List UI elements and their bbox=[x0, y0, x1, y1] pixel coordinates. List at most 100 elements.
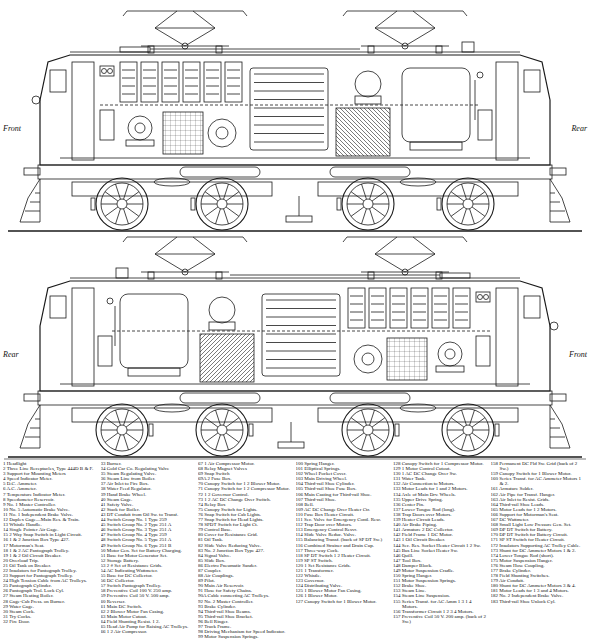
key-entry: 67 1 Air Compressor Motor. bbox=[198, 461, 293, 466]
key-entry: 164 Third-rail Shoe Leads. bbox=[491, 502, 586, 507]
key-entry: 87 Coupler. bbox=[198, 568, 293, 573]
switch-contact bbox=[122, 78, 135, 79]
axle bbox=[117, 425, 127, 435]
motor-generator-set bbox=[438, 342, 462, 366]
switch-contact bbox=[185, 86, 198, 87]
wheel-spoke bbox=[372, 433, 385, 442]
wheel-spoke bbox=[226, 418, 239, 427]
wheel-spoke bbox=[347, 204, 363, 205]
wheel-spoke bbox=[216, 410, 221, 425]
transformer-fin bbox=[266, 308, 336, 309]
key-entry: 33 Burner. bbox=[101, 461, 196, 466]
brake-shoe bbox=[337, 198, 341, 210]
key-entry: 22 Insulators for Pantograph Trolley. bbox=[3, 568, 98, 573]
pantograph-cylinder bbox=[182, 43, 188, 49]
switch-contact bbox=[392, 296, 405, 297]
key-entry: 25 Pantograph Cylinder. bbox=[3, 583, 98, 588]
switch-contact bbox=[455, 296, 468, 297]
wheel-spoke bbox=[462, 435, 467, 450]
cab-window bbox=[524, 70, 540, 92]
key-entry: 128 Canopy Switch for 1 Compressor Motor… bbox=[393, 461, 488, 466]
key-entry: 126 1 Blower Motor. bbox=[296, 593, 391, 598]
axle bbox=[217, 425, 227, 435]
key-entry: 62 2 Blower Motor Fan Casing. bbox=[101, 609, 196, 614]
cab-window bbox=[50, 296, 66, 318]
wheel-spoke bbox=[226, 207, 239, 216]
key-entry: 115 Balancing Transf. (back of SP DT Sw.… bbox=[296, 537, 391, 542]
pilot-bar bbox=[550, 202, 560, 203]
switch-contact bbox=[227, 86, 240, 87]
transformer-fin bbox=[266, 368, 336, 369]
wheel-spoke bbox=[124, 184, 129, 199]
pilot-bar bbox=[550, 193, 555, 194]
wheel-spoke bbox=[226, 433, 239, 442]
brake-shoe bbox=[91, 198, 95, 210]
switch-contact bbox=[143, 94, 156, 95]
key-entry: 51 Base for Motor Generator Set. bbox=[101, 553, 196, 558]
key-column: 33 Burner.34 Gold Car Co. Regulating Val… bbox=[101, 461, 196, 642]
wheel-spoke bbox=[472, 207, 485, 216]
wheel-spoke bbox=[362, 184, 367, 199]
key-entry: 111 Sec. Valve for Emergency Contl. Resr… bbox=[296, 517, 391, 522]
wheel-spoke bbox=[447, 430, 463, 431]
wheel-spoke bbox=[205, 192, 218, 201]
key-entry: 142 Field Frame 1 DC Motor. bbox=[393, 532, 488, 537]
transformer bbox=[250, 68, 328, 150]
switch-group bbox=[369, 288, 386, 328]
resistance-grid bbox=[336, 108, 390, 156]
wheel-spoke bbox=[216, 184, 221, 199]
master-controller bbox=[478, 110, 492, 140]
key-entry: 41 Safety Valve. bbox=[101, 502, 196, 507]
pantograph-frame bbox=[155, 237, 215, 272]
pilot-bar bbox=[550, 428, 560, 429]
master-controller bbox=[476, 336, 490, 366]
switch-contact bbox=[122, 94, 135, 95]
switch-contact bbox=[227, 70, 240, 71]
end-label: Rear bbox=[2, 350, 20, 359]
switch-contact bbox=[143, 86, 156, 87]
key-entry: 18 1 & 2 AC Pantograph Trolley. bbox=[3, 548, 98, 553]
wheel-spoke bbox=[105, 192, 118, 201]
rail bbox=[8, 456, 582, 458]
switch-group bbox=[225, 62, 242, 102]
key-entry: 160 Series Transf. for AC Ammeter Motors… bbox=[491, 476, 586, 486]
locomotive-elevation bbox=[8, 11, 582, 231]
wheel-spoke bbox=[351, 418, 364, 427]
key-entry: 13 Whistle Handle. bbox=[3, 522, 98, 527]
key-entry: 177 Brake Cylinder. bbox=[491, 568, 586, 573]
key-entry: 17 Motorman's Seat. bbox=[3, 543, 98, 548]
axle bbox=[117, 199, 127, 209]
key-entry: 75 Canopy Switch for Lights. bbox=[198, 507, 293, 512]
key-entry: 167 DC Wattmeter. bbox=[491, 517, 586, 522]
switch-contact bbox=[392, 320, 405, 321]
key-entry: 52 Storage Battery. bbox=[101, 558, 196, 563]
key-entry: 44 Switch Group No. 1 Type 259 bbox=[101, 517, 196, 522]
key-entry: 105 Third-rail Shoe Fuse Box. bbox=[296, 486, 391, 491]
rail bbox=[8, 230, 582, 232]
transformer-fin bbox=[266, 342, 336, 343]
switch-contact bbox=[434, 304, 447, 305]
elliptical-spring bbox=[400, 404, 436, 412]
water-gage bbox=[475, 80, 476, 120]
cab-window bbox=[524, 296, 540, 318]
boiler-stack bbox=[116, 268, 128, 278]
switch-group bbox=[390, 288, 407, 328]
switch-contact bbox=[350, 320, 363, 321]
key-entry: 47 Switch Group No. 4 Type 259 bbox=[101, 532, 196, 537]
wheel-spoke bbox=[447, 204, 463, 205]
key-entry: 166 Support for Motorman's Seat. bbox=[491, 512, 586, 517]
key-entry: 120 1 Set Resistance Grids. bbox=[296, 563, 391, 568]
key-entry: 140 Air Brake Piping. bbox=[393, 522, 488, 527]
key-entry: 119 SP ST Switch. bbox=[296, 558, 391, 563]
switch-contact bbox=[185, 94, 198, 95]
key-entry: 86 Electro Pneumatic Sander. bbox=[198, 563, 293, 568]
key-entry: 49 Switch Group No. 6 Type 251 B bbox=[101, 543, 196, 548]
wheel-spoke bbox=[362, 435, 367, 450]
air-compressor bbox=[209, 297, 235, 323]
switch-contact bbox=[206, 78, 219, 79]
key-entry: 73 1 2 AC DC Change Over Switch. bbox=[198, 497, 293, 502]
key-entry: 141 Armature 2 DC Collector. bbox=[393, 527, 488, 532]
key-entry: 117 Three-way Cock. bbox=[296, 548, 391, 553]
key-entry: 153 Steam Line. bbox=[393, 588, 488, 593]
transformer bbox=[262, 294, 340, 376]
